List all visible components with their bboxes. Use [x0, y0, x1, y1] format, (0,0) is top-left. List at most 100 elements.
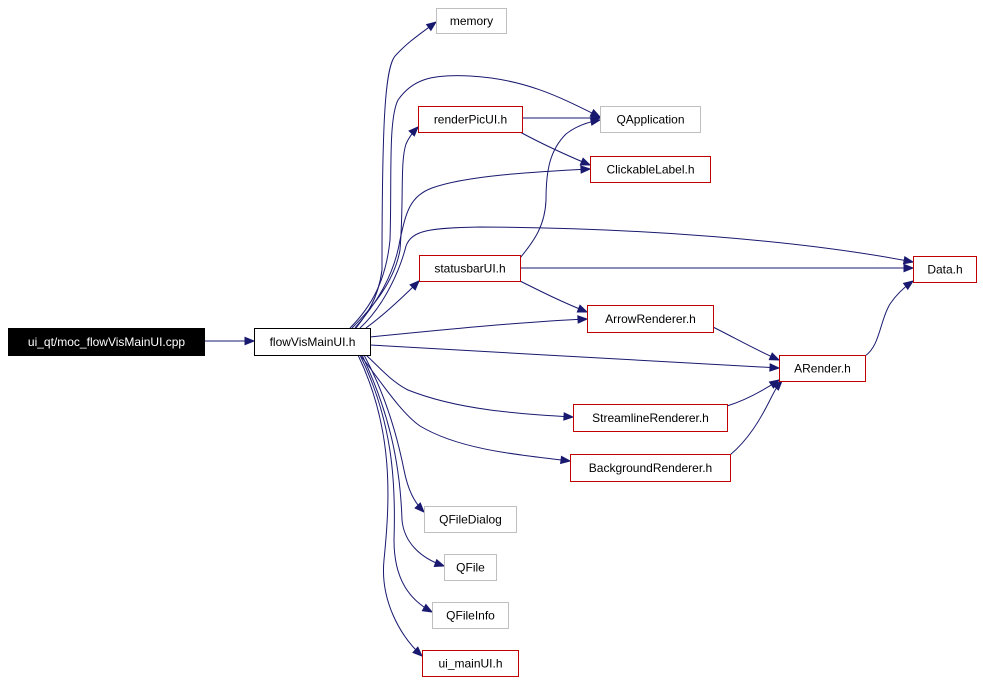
node-label: ClickableLabel.h: [606, 163, 694, 177]
node-label: BackgroundRenderer.h: [589, 461, 712, 475]
node-qfiledialog[interactable]: QFileDialog: [424, 506, 517, 533]
arrowhead: [414, 502, 425, 513]
node-box: [600, 106, 701, 133]
edge-main-to-renderPic: [351, 126, 419, 329]
edge-main-to-arrow: [369, 315, 589, 338]
node-label: renderPicUI.h: [434, 113, 507, 127]
edge-statusbar-to-data: [520, 263, 915, 273]
arrowhead: [579, 157, 592, 166]
arrowhead: [576, 304, 589, 313]
edge-line: [357, 354, 423, 657]
edge-line: [363, 354, 425, 513]
edge-line: [369, 344, 780, 369]
node-memory[interactable]: memory: [436, 8, 507, 34]
edge-main-to-background: [359, 354, 572, 465]
edge-main-to-qfiledialog: [363, 354, 425, 513]
edge-line: [359, 354, 433, 613]
arrowhead: [433, 558, 446, 568]
arrowhead: [902, 280, 915, 291]
node-box: [570, 454, 731, 482]
node-label: statusbarUI.h: [434, 262, 505, 276]
node-label: memory: [450, 14, 493, 28]
edge-line: [519, 280, 588, 313]
arrowhead: [563, 412, 575, 421]
node-qapp[interactable]: QApplication: [600, 106, 701, 133]
node-box: [436, 8, 507, 34]
edges-layer: [204, 21, 915, 657]
node-uimain[interactable]: ui_mainUI.h: [422, 650, 519, 677]
arrowhead: [772, 380, 783, 391]
edge-line: [712, 326, 780, 361]
edge-statusbar-to-arrow: [519, 280, 589, 313]
edge-line: [359, 354, 571, 462]
node-box: [590, 156, 711, 183]
arrowhead: [421, 603, 434, 613]
node-qfileinfo[interactable]: QFileInfo: [432, 602, 509, 629]
edge-main-to-qfile: [361, 354, 446, 568]
arrowhead: [580, 165, 592, 174]
node-renderPic[interactable]: renderPicUI.h: [418, 106, 523, 133]
node-box: [779, 355, 866, 382]
node-label: ArrowRenderer.h: [605, 312, 696, 326]
arrowhead: [902, 255, 915, 265]
node-box: [913, 256, 977, 283]
edge-stream-to-arender: [726, 379, 781, 407]
node-box: [573, 404, 728, 432]
node-qfile[interactable]: QFile: [444, 554, 497, 581]
arrowhead: [408, 126, 419, 137]
edge-line: [519, 119, 601, 259]
edge-main-to-arender: [369, 344, 781, 372]
node-data[interactable]: Data.h: [913, 256, 977, 283]
node-label: ui_mainUI.h: [438, 657, 502, 671]
node-background[interactable]: BackgroundRenderer.h: [570, 454, 731, 482]
node-box: [424, 506, 517, 533]
node-stream[interactable]: StreamlineRenderer.h: [573, 404, 728, 432]
nodes-layer: ui_qt/moc_flowVisMainUI.cpp flowVisMainUI…: [8, 8, 977, 677]
node-label: ARender.h: [794, 362, 851, 376]
node-label: QFile: [456, 561, 485, 575]
arrowhead: [425, 21, 438, 32]
node-moc[interactable]: ui_qt/moc_flowVisMainUI.cpp: [8, 328, 205, 356]
node-box: [432, 602, 509, 629]
edge-line: [349, 75, 601, 329]
edge-main-to-uimain: [357, 354, 423, 657]
arrowhead: [903, 263, 915, 273]
node-statusbar[interactable]: statusbarUI.h: [419, 255, 521, 282]
edge-moc-to-main: [204, 336, 256, 346]
node-label: StreamlineRenderer.h: [592, 411, 709, 425]
edge-main-to-data: [359, 226, 915, 329]
node-label: flowVisMainUI.h: [270, 335, 356, 349]
arrowhead: [244, 336, 256, 346]
edge-main-to-clickable: [354, 165, 592, 329]
edge-line: [729, 380, 783, 456]
edge-line: [355, 21, 437, 329]
arrowhead: [589, 117, 602, 126]
arrowhead: [409, 280, 420, 291]
node-label: QFileInfo: [446, 609, 495, 623]
edge-main-to-qfileinfo: [359, 354, 434, 613]
node-box: [418, 106, 523, 133]
node-arender[interactable]: ARender.h: [779, 355, 866, 382]
arrowhead: [412, 646, 423, 657]
node-arrow[interactable]: ArrowRenderer.h: [587, 305, 714, 333]
edge-line: [864, 280, 914, 357]
node-box: [419, 255, 521, 282]
edge-statusbar-to-qapp: [519, 117, 602, 259]
edge-line: [351, 126, 419, 329]
node-label: QApplication: [616, 113, 684, 127]
node-clickable[interactable]: ClickableLabel.h: [590, 156, 711, 183]
node-label: Data.h: [927, 263, 962, 277]
arrowhead: [769, 363, 781, 372]
node-label: ui_qt/moc_flowVisMainUI.cpp: [28, 335, 186, 349]
arrowhead: [560, 455, 572, 465]
edge-arender-to-data: [864, 280, 915, 357]
node-box: [8, 328, 205, 356]
edge-renderPic-to-qapp: [522, 113, 602, 123]
edge-main-to-stream: [365, 354, 575, 421]
node-main[interactable]: flowVisMainUI.h: [254, 328, 371, 356]
edge-line: [361, 354, 445, 567]
edge-main-to-statusbar: [365, 280, 420, 329]
arrowhead: [577, 315, 589, 324]
edge-line: [369, 318, 588, 338]
edge-line: [365, 354, 574, 418]
